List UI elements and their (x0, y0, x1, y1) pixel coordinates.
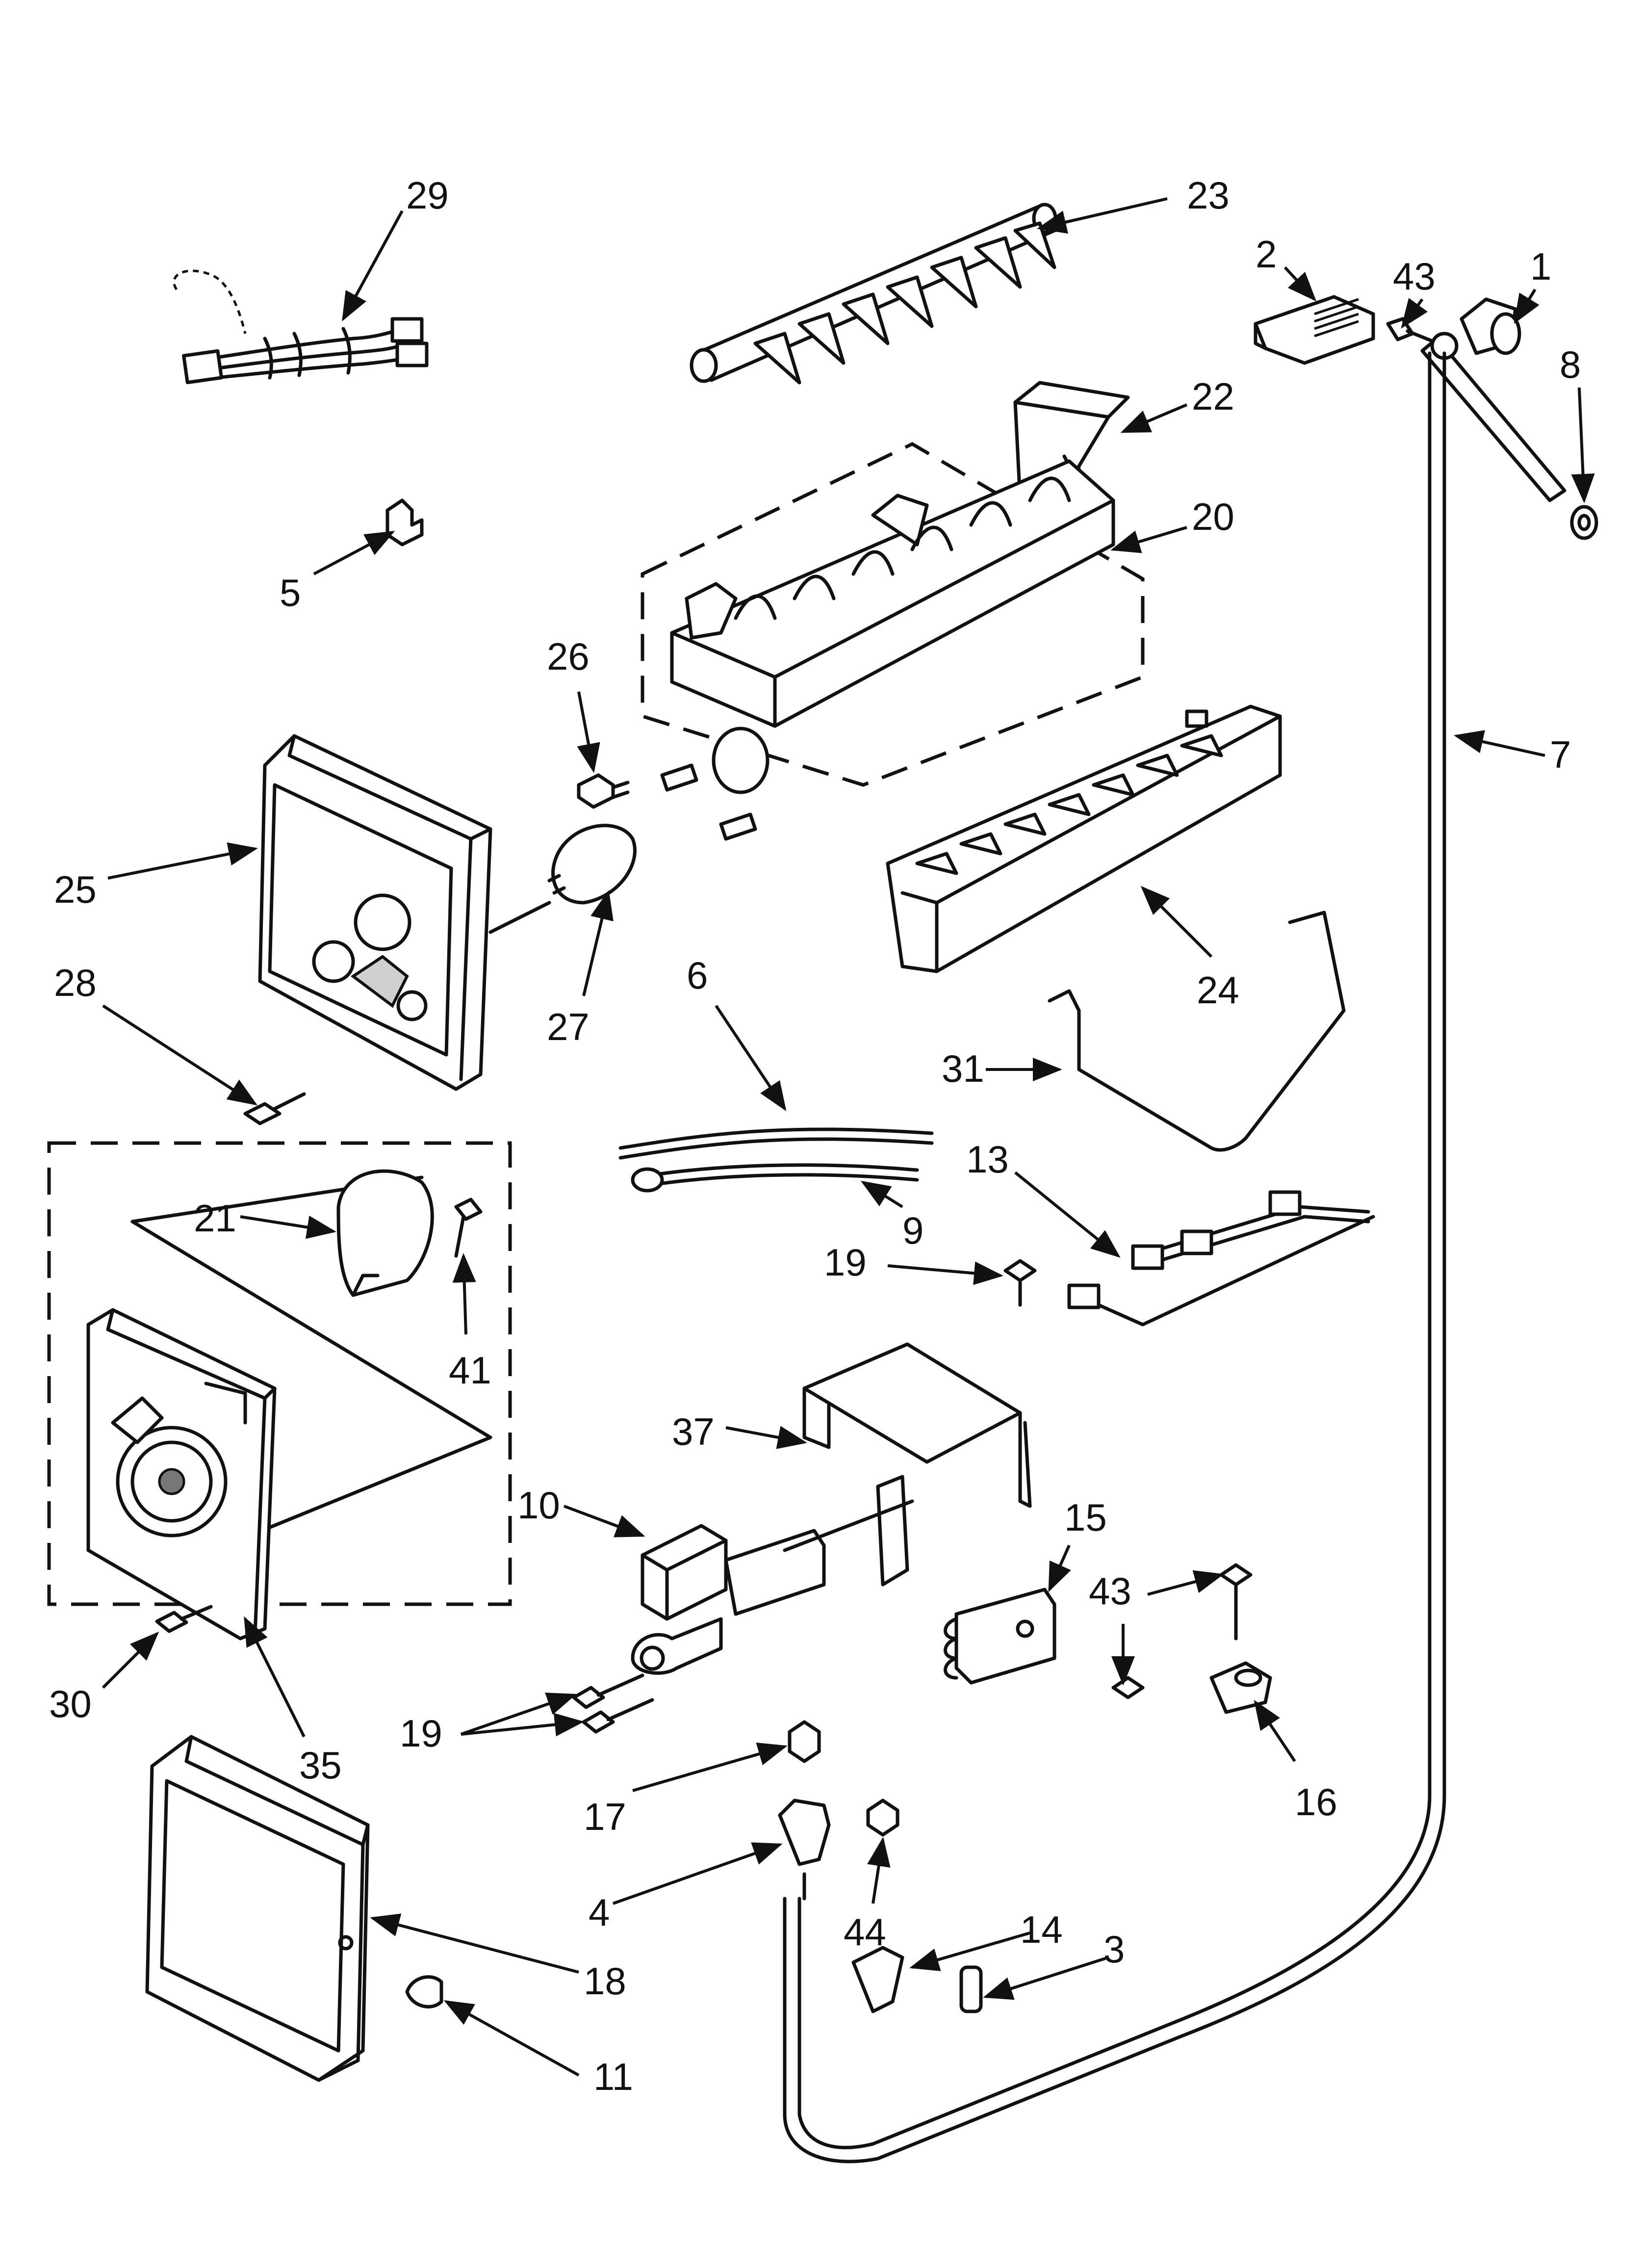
cover-part-18 (145, 1735, 370, 2082)
clamp-part-15 (944, 1588, 1056, 1685)
callout-7: 7 (1550, 733, 1571, 776)
cover-part-24 (886, 704, 1282, 973)
callout-4: 4 (589, 1891, 610, 1934)
tube-part-9 (631, 1163, 919, 1193)
fill-cup-part-1 (1460, 297, 1521, 355)
callout-22: 22 (1192, 375, 1234, 418)
motor-part-21 (336, 1169, 434, 1297)
plug-part-11 (405, 1975, 443, 2008)
water-valve-part-10 (631, 1499, 914, 1675)
leader-lines (102, 197, 1595, 2077)
housing-part-25 (258, 734, 551, 1091)
cam-part-26 (577, 773, 630, 809)
harness-part-13 (1067, 1190, 1375, 1327)
screw-part-28 (243, 1092, 306, 1125)
fitting-part-14 (851, 1946, 904, 2013)
module-part-35 (86, 1308, 277, 1641)
callout-24: 24 (1197, 968, 1239, 1012)
callout-18: 18 (584, 1959, 626, 2003)
assembly-35-dashed-box (47, 1141, 512, 1606)
wire-harness-part-29 (173, 269, 429, 385)
callout-21: 21 (194, 1197, 236, 1240)
motor-part-27 (547, 824, 637, 905)
clip-part-5 (385, 498, 424, 547)
callout-43-top: 43 (1393, 255, 1436, 298)
screw-part-43-lower-b (1219, 1563, 1253, 1641)
callout-30: 30 (49, 1682, 92, 1725)
screws-part-19-lower (572, 1673, 654, 1734)
callout-44: 44 (844, 1910, 886, 1954)
callout-9: 9 (902, 1209, 924, 1252)
callout-19-lower: 19 (400, 1712, 442, 1755)
bracket-part-37 (802, 1342, 1032, 1587)
callout-41: 41 (449, 1349, 491, 1392)
callout-37: 37 (672, 1410, 715, 1453)
fill-tube-assembly (1420, 332, 1566, 502)
nut-part-44 (866, 1799, 899, 1837)
callout-5: 5 (280, 571, 301, 614)
callout-8: 8 (1560, 343, 1581, 386)
callout-35: 35 (299, 1744, 342, 1787)
callout-15: 15 (1064, 1496, 1107, 1539)
callout-28: 28 (54, 961, 97, 1004)
callout-20: 20 (1192, 495, 1234, 538)
clip-part-16 (1209, 1661, 1272, 1714)
callout-1: 1 (1530, 245, 1551, 288)
callout-2: 2 (1256, 233, 1277, 276)
sleeve-part-3 (959, 1965, 983, 2013)
screw-part-19-top (1003, 1259, 1037, 1307)
ejector-part-23 (690, 203, 1057, 385)
screw-part-43-lower-a (1111, 1676, 1145, 1699)
callout-10: 10 (517, 1484, 560, 1527)
washer-part-8 (1570, 505, 1598, 540)
screw-part-30 (155, 1605, 213, 1633)
tube-part-6 (618, 1127, 934, 1160)
callout-19-top: 19 (824, 1241, 867, 1284)
screw-part-43-top (1386, 317, 1434, 343)
callout-13: 13 (966, 1138, 1009, 1181)
water-line-part-7 (783, 351, 1446, 2164)
callout-3: 3 (1103, 1928, 1125, 1971)
callout-11: 11 (593, 2055, 633, 2098)
callout-6: 6 (687, 954, 708, 997)
callout-26: 26 (547, 635, 590, 678)
callout-16: 16 (1295, 1780, 1337, 1824)
callout-27: 27 (547, 1005, 590, 1048)
fitting-part-4 (778, 1799, 831, 1901)
callout-29: 29 (406, 174, 449, 217)
callout-43-lower: 43 (1089, 1569, 1131, 1613)
bracket-part-2 (1254, 295, 1375, 365)
screw-part-41 (454, 1198, 483, 1258)
callout-17: 17 (584, 1795, 626, 1838)
callout-14: 14 (1020, 1908, 1063, 1951)
callout-25: 25 (54, 868, 97, 911)
callout-labels: 29 23 2 43 1 8 22 20 5 26 25 28 27 6 24 … (49, 174, 1581, 2098)
ice-mold-part-20 (641, 442, 1145, 841)
callout-23: 23 (1187, 174, 1230, 217)
shutoff-arm-part-31 (1048, 911, 1346, 1152)
callout-31: 31 (942, 1047, 984, 1090)
nut-part-17 (788, 1720, 821, 1763)
